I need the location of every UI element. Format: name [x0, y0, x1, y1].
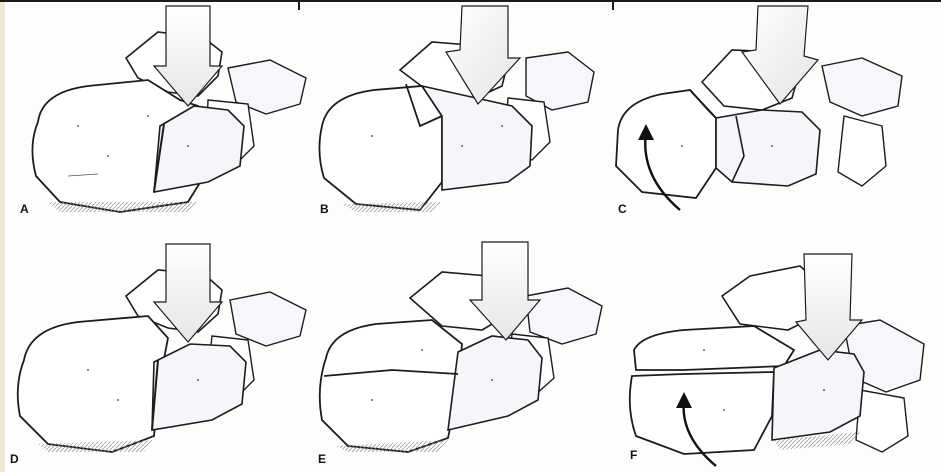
panel-d: D: [8, 240, 314, 468]
panel-c: C: [612, 6, 918, 234]
panel-f: F: [624, 240, 930, 468]
panel-a-illustration: [8, 6, 314, 234]
panel-label-b: B: [320, 202, 329, 216]
panel-label-d: D: [10, 452, 19, 466]
panel-a: A: [8, 6, 314, 234]
panel-f-illustration: [624, 240, 930, 468]
panel-d-illustration: [8, 240, 314, 468]
top-border-line: [0, 0, 941, 2]
panel-e: E: [312, 240, 618, 468]
panel-c-illustration: [612, 6, 918, 234]
panel-b-illustration: [312, 6, 618, 234]
panel-label-f: F: [630, 448, 637, 462]
panel-e-illustration: [312, 240, 618, 468]
left-edge-strip: [0, 0, 5, 472]
panel-b: B: [312, 6, 618, 234]
panel-label-e: E: [318, 452, 326, 466]
panel-label-c: C: [618, 202, 627, 216]
panel-label-a: A: [20, 202, 29, 216]
